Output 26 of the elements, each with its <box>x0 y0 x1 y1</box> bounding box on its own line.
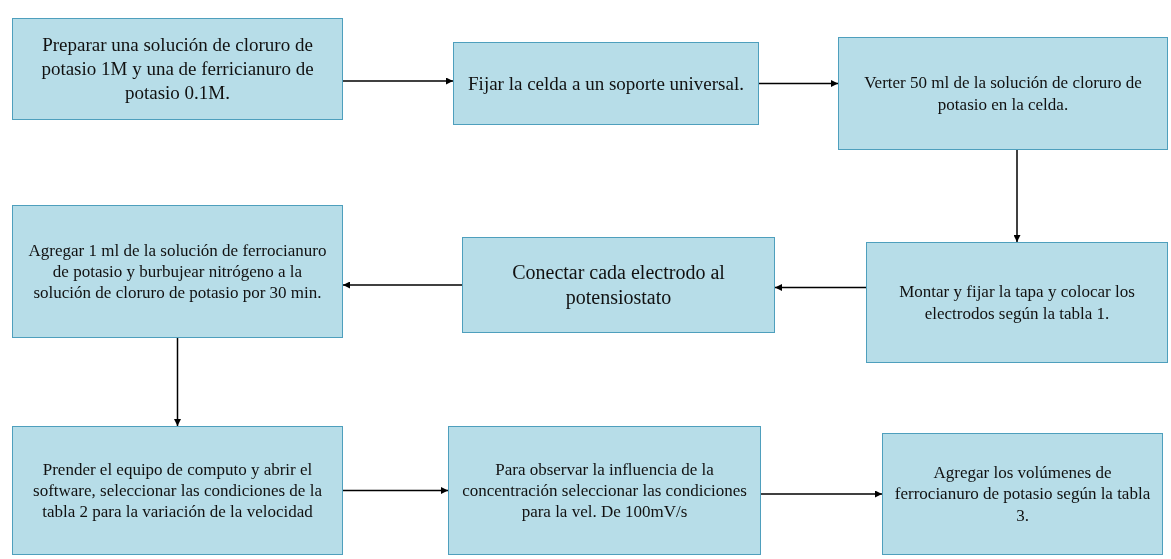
process-box <box>12 426 343 555</box>
step-text: Verter 50 ml de la solución de cloruro de potasio en la celda. <box>863 72 1143 115</box>
step-text: Agregar 1 ml de la solución de ferrocianuro de potasio y burbujear nitrógeno a la solución de cloruro de potasio por 30 min. <box>27 239 328 304</box>
arrow <box>342 77 454 85</box>
step-text: Prender el equipo de computo y abrir el software, seleccionar las condiciones de la tabla 2 para la variación de la velocidad <box>32 458 323 523</box>
process-box <box>838 37 1168 150</box>
process-box <box>12 205 343 338</box>
step-text: Montar y fijar la tapa y colocar los electrodos según la tabla 1. <box>898 281 1136 324</box>
arrow <box>774 284 867 291</box>
process-box <box>866 242 1168 363</box>
arrow <box>1013 149 1021 243</box>
step-text: Conectar cada electrodo al potensiostato <box>511 260 726 310</box>
step-text: Fijar la celda a un soporte universal. <box>468 71 744 96</box>
process-box <box>462 237 775 333</box>
arrow <box>174 337 181 427</box>
process-box <box>448 426 761 555</box>
arrow <box>758 80 839 87</box>
process-box <box>453 42 759 125</box>
arrow <box>760 490 883 498</box>
arrow <box>342 281 463 289</box>
arrow <box>342 487 449 494</box>
process-box <box>882 433 1163 555</box>
step-text: Agregar los volúmenes de ferrocianuro de potasio según la tabla 3. <box>893 462 1152 526</box>
process-box <box>12 18 343 120</box>
step-text: Para observar la influencia de la concentración seleccionar las condiciones para la vel. De 100mV/s <box>461 458 748 523</box>
step-text: Preparar una solución de cloruro de potasio 1M y una de ferricianuro de potasio 0.1M. <box>40 33 315 105</box>
